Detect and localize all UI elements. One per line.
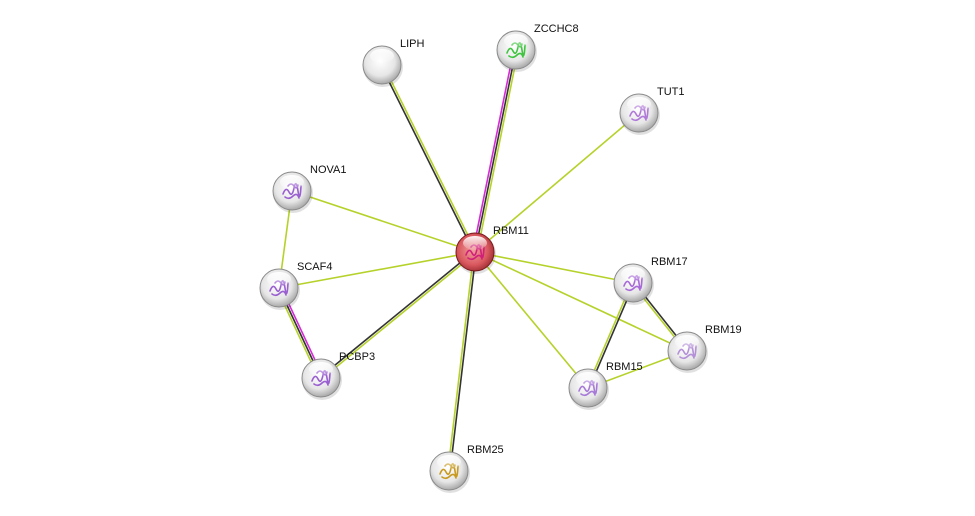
node-highlight bbox=[463, 236, 487, 250]
node-zcchc8[interactable]: ZCCHC8 bbox=[496, 23, 579, 72]
evidence-line-coexpression bbox=[474, 49, 517, 253]
evidence-line-coexpression bbox=[449, 252, 477, 472]
evidence-line-textmining bbox=[474, 251, 688, 352]
node-highlight bbox=[267, 272, 291, 286]
node-liph[interactable]: LIPH bbox=[362, 38, 425, 87]
edge-rbm11-tut1[interactable] bbox=[474, 112, 640, 253]
node-label: RBM15 bbox=[606, 361, 643, 373]
evidence-line-textmining bbox=[321, 252, 477, 380]
evidence-line-textmining bbox=[447, 251, 475, 471]
node-rbm19[interactable]: RBM19 bbox=[667, 324, 742, 373]
evidence-line-textmining bbox=[291, 190, 476, 253]
evidence-line-textmining bbox=[474, 251, 634, 284]
node-label: RBM25 bbox=[467, 444, 504, 456]
node-label: RBM11 bbox=[493, 225, 529, 237]
node-rbm17[interactable]: RBM17 bbox=[613, 256, 688, 305]
node-highlight bbox=[576, 372, 600, 386]
edge-rbm11-rbm25[interactable] bbox=[447, 251, 477, 472]
node-highlight bbox=[280, 175, 304, 189]
evidence-line-experiments bbox=[472, 49, 515, 252]
edge-rbm11-rbm19[interactable] bbox=[474, 251, 688, 352]
node-rbm25[interactable]: RBM25 bbox=[429, 444, 504, 493]
node-scaf4[interactable]: SCAF4 bbox=[259, 261, 332, 310]
evidence-line-textmining bbox=[474, 251, 589, 389]
evidence-line-coexpression bbox=[319, 250, 475, 378]
node-highlight bbox=[675, 335, 699, 349]
edge-rbm11-rbm15[interactable] bbox=[474, 251, 589, 389]
edge-rbm11-scaf4[interactable] bbox=[278, 251, 476, 289]
node-label: PCBP3 bbox=[339, 351, 375, 363]
node-label: RBM19 bbox=[705, 324, 742, 336]
node-rbm15[interactable]: RBM15 bbox=[568, 361, 643, 410]
edge-rbm11-liph[interactable] bbox=[380, 64, 477, 253]
node-nova1[interactable]: NOVA1 bbox=[272, 164, 346, 213]
node-label: LIPH bbox=[400, 38, 425, 50]
evidence-line-textmining bbox=[476, 50, 519, 253]
node-highlight bbox=[437, 455, 461, 469]
edge-rbm11-pcbp3[interactable] bbox=[319, 250, 477, 380]
evidence-line-textmining bbox=[474, 112, 640, 253]
node-label: SCAF4 bbox=[297, 261, 332, 273]
node-label: RBM17 bbox=[651, 256, 688, 268]
node-highlight bbox=[370, 49, 394, 63]
node-highlight bbox=[621, 267, 645, 281]
node-tut1[interactable]: TUT1 bbox=[619, 86, 685, 135]
node-label: TUT1 bbox=[657, 86, 685, 98]
edge-rbm11-rbm17[interactable] bbox=[474, 251, 634, 284]
node-highlight bbox=[627, 97, 651, 111]
edge-rbm11-nova1[interactable] bbox=[291, 190, 476, 253]
node-highlight bbox=[309, 362, 333, 376]
node-label: NOVA1 bbox=[310, 164, 346, 176]
edge-rbm11-zcchc8[interactable] bbox=[472, 49, 519, 253]
evidence-line-textmining bbox=[382, 64, 477, 252]
evidence-line-textmining bbox=[278, 251, 476, 289]
node-rbm11[interactable]: RBM11 bbox=[455, 225, 529, 274]
node-label: ZCCHC8 bbox=[534, 23, 579, 35]
evidence-line-coexpression bbox=[380, 65, 475, 253]
node-pcbp3[interactable]: PCBP3 bbox=[301, 351, 375, 400]
node-highlight bbox=[504, 34, 528, 48]
